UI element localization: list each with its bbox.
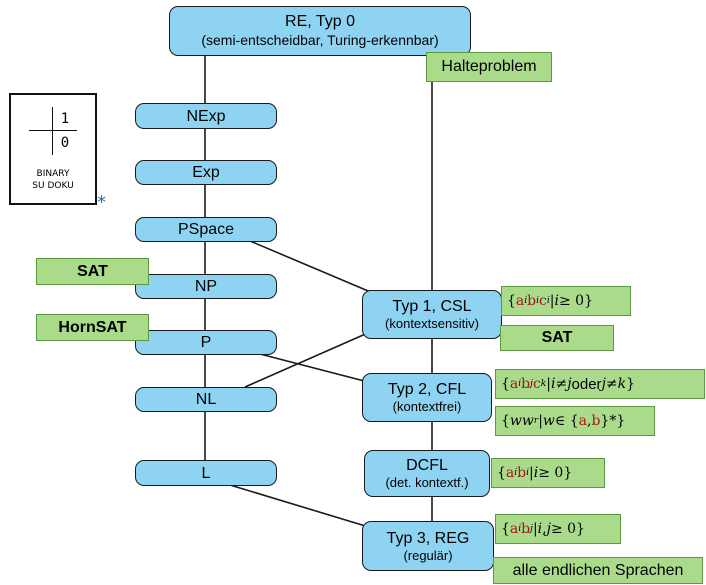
- edge-nl-typ1: [244, 331, 371, 388]
- node-dcfl-subtitle: (det. kontextf.): [385, 475, 469, 490]
- tag-sat-np: SAT: [36, 258, 149, 285]
- sudoku-grid: 1 0: [29, 107, 77, 155]
- node-nexp: NExp: [135, 103, 277, 129]
- tag-hornsat: HornSAT: [36, 314, 149, 341]
- node-dcfl: DCFL (det. kontextf.): [364, 450, 490, 497]
- node-l: L: [135, 460, 277, 486]
- tag-sat-csl: SAT: [500, 325, 614, 351]
- sudoku-caption-line1: BINARY: [36, 169, 70, 179]
- edge-l-typ3: [229, 484, 373, 529]
- node-nexp-title: NExp: [186, 107, 226, 125]
- node-re-subtitle: (semi-entscheidbar, Turing-erkennbar): [201, 32, 439, 48]
- binary-sudoku-sketch: 1 0 BINARY SU DOKU: [9, 93, 97, 205]
- sudoku-cell-bottom-left: [29, 131, 53, 155]
- node-re-title: RE, Typ 0: [285, 13, 355, 30]
- node-np-title: NP: [194, 278, 218, 295]
- sudoku-cell-top-right: 1: [53, 107, 77, 131]
- node-typ1: Typ 1, CSL (kontextsensitiv): [362, 290, 502, 339]
- footnote-asterisk: *: [97, 192, 106, 213]
- node-typ3: Typ 3, REG (regulär): [362, 521, 494, 571]
- node-nl-title: NL: [195, 391, 217, 408]
- node-exp-title: Exp: [192, 164, 220, 181]
- node-typ2-subtitle: (kontextfrei): [392, 399, 462, 414]
- sudoku-caption-line2: SU DOKU: [32, 181, 74, 191]
- sudoku-cell-top-left: [29, 107, 53, 131]
- node-nl: NL: [135, 387, 277, 412]
- node-typ1-subtitle: (kontextsensitiv): [385, 316, 479, 331]
- node-l-title: L: [201, 464, 211, 482]
- tag-halteproblem: Halteproblem: [426, 52, 552, 82]
- node-np: NP: [135, 274, 277, 299]
- node-p-title: P: [200, 334, 212, 351]
- node-re: RE, Typ 0 (semi-entscheidbar, Turing-erk…: [169, 6, 471, 56]
- tag-endliche-sprachen: alle endlichen Sprachen: [493, 557, 703, 584]
- node-pspace-title: PSpace: [177, 221, 235, 238]
- edge-pspace-typ1: [249, 240, 381, 297]
- node-typ2: Typ 2, CFL (kontextfrei): [362, 373, 492, 422]
- node-dcfl-title: DCFL: [406, 457, 448, 474]
- sudoku-cell-bottom-right: 0: [60, 135, 70, 151]
- node-typ3-title: Typ 3, REG: [386, 529, 470, 547]
- node-typ3-subtitle: (regulär): [403, 547, 453, 563]
- edge-p-typ2: [259, 353, 373, 384]
- node-exp: Exp: [135, 160, 277, 185]
- node-p: P: [135, 330, 277, 355]
- node-typ2-title: Typ 2, CFL: [387, 381, 467, 398]
- node-typ1-title: Typ 1, CSL: [392, 298, 472, 315]
- node-pspace: PSpace: [135, 217, 277, 242]
